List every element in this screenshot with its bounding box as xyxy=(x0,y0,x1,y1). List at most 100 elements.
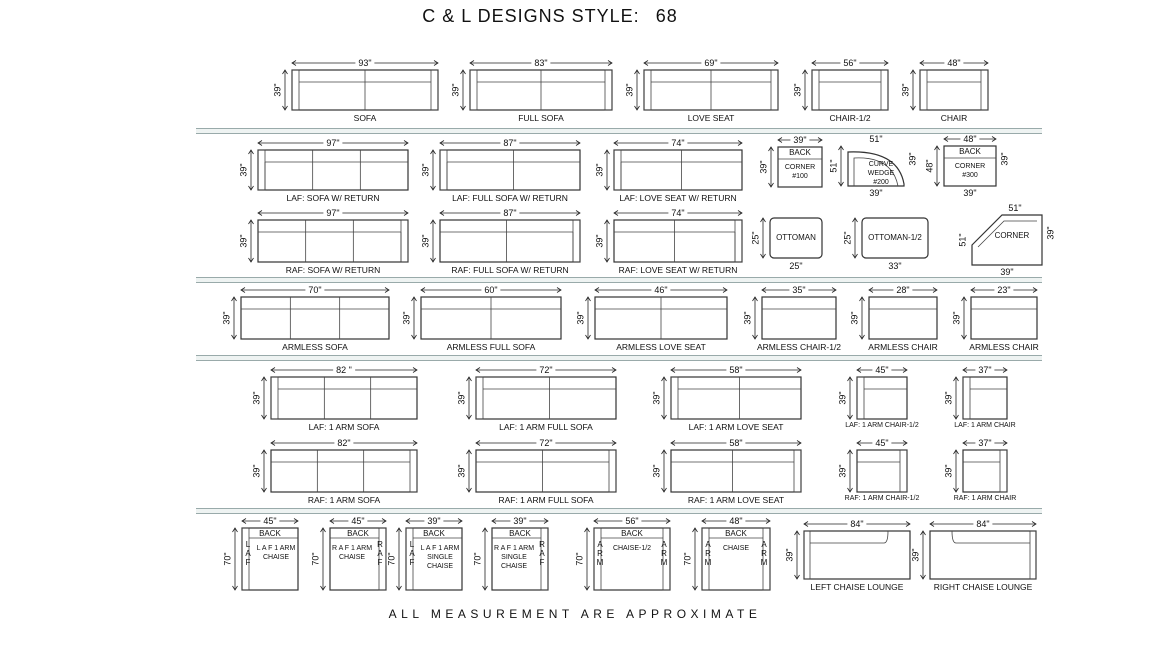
width-label: 74" xyxy=(668,208,688,218)
width-label-bottom: 39" xyxy=(960,188,980,198)
arm-left xyxy=(643,69,652,111)
width-label: 87" xyxy=(500,138,520,148)
side-label-right: R A F xyxy=(377,540,383,567)
arm-left xyxy=(919,69,928,111)
width-label: 45" xyxy=(872,365,892,375)
width-label: 48" xyxy=(726,516,746,526)
width-label-bottom: 39" xyxy=(866,188,886,198)
inner-label: R A F 1 ARM CHAISE xyxy=(331,545,373,561)
lounge-shape xyxy=(803,530,911,580)
arm-left xyxy=(856,376,865,420)
side-label-left: A R M xyxy=(704,540,712,567)
dimension-lines xyxy=(430,140,581,191)
arm-left xyxy=(291,69,300,111)
piece-outline xyxy=(919,69,989,111)
inner-label: CORNER #100 xyxy=(784,164,816,180)
style-number: 68 xyxy=(655,6,678,26)
arm-right xyxy=(899,449,908,493)
dimension-lines xyxy=(760,217,766,259)
dimension-lines xyxy=(466,367,617,420)
width-label: 35" xyxy=(789,285,809,295)
width-label: 48" xyxy=(944,58,964,68)
width-label: 39" xyxy=(424,516,444,526)
piece-outline xyxy=(257,149,409,191)
width-label: 93" xyxy=(355,58,375,68)
piece-name: SOFA xyxy=(353,113,377,123)
width-label: 46" xyxy=(651,285,671,295)
side-label-right: A R M xyxy=(660,540,668,567)
dimension-lines xyxy=(859,287,938,340)
inner-label: CORNER #300 xyxy=(954,163,986,179)
piece-outline xyxy=(761,296,837,340)
inner-label: L A F 1 ARM SINGLE CHAISE xyxy=(420,545,460,570)
lounge-shape xyxy=(929,530,1037,580)
row-separator xyxy=(196,508,1042,514)
arm-right xyxy=(980,69,989,111)
side-label-right: A R M xyxy=(760,540,768,567)
width-label: 70" xyxy=(305,285,325,295)
arm-right xyxy=(770,69,779,111)
piece-outline xyxy=(970,296,1038,340)
back-label: BACK xyxy=(725,529,747,538)
lounge-back xyxy=(951,530,1030,544)
side-label-left: L A F xyxy=(409,540,415,567)
piece-name: LAF: 1 ARM CHAIR xyxy=(954,422,1016,429)
wedge-inner-line xyxy=(853,157,899,187)
piece-outline xyxy=(439,149,581,191)
arm-right xyxy=(604,69,613,111)
arm-left xyxy=(962,376,971,420)
width-label: 72" xyxy=(536,438,556,448)
piece-outline xyxy=(856,449,908,493)
inner-label: OTTOMAN-1/2 xyxy=(868,233,922,242)
width-label: 58" xyxy=(726,365,746,375)
piece-name: RAF: 1 ARM CHAIR xyxy=(953,495,1017,502)
piece-outline xyxy=(943,145,997,187)
piece-name: FULL SOFA xyxy=(518,113,564,123)
piece-name: ARMLESS FULL SOFA xyxy=(446,342,536,352)
width-label: 97" xyxy=(323,208,343,218)
dimension-lines xyxy=(838,145,844,187)
wedge-shape xyxy=(847,151,905,187)
inner-label: OTTOMAN xyxy=(776,233,816,242)
width-label-bottom: 39" xyxy=(997,267,1017,277)
width-label: 60" xyxy=(481,285,501,295)
piece-outline xyxy=(475,449,617,493)
piece-outline xyxy=(670,449,802,493)
piece-name: RAF: 1 ARM SOFA xyxy=(307,495,381,505)
inner-label: CURVE WEDGE #200 xyxy=(867,161,895,186)
arm-right xyxy=(880,69,889,111)
piece-name: RIGHT CHAISE LOUNGE xyxy=(933,582,1033,592)
corner-shape xyxy=(971,214,1043,266)
width-label: 51" xyxy=(1005,203,1025,213)
width-label: 74" xyxy=(668,138,688,148)
piece-name: LAF: 1 ARM LOVE SEAT xyxy=(688,422,784,432)
arm-right xyxy=(409,449,418,493)
width-label: 45" xyxy=(348,516,368,526)
piece-name: LEFT CHAISE LOUNGE xyxy=(810,582,904,592)
back-label: BACK xyxy=(509,529,531,538)
back-label: BACK xyxy=(959,147,981,156)
arm-left xyxy=(241,527,250,591)
side-label-right: R A F xyxy=(539,540,545,567)
dimension-lines xyxy=(430,210,581,263)
footer-note: ALL MEASUREMENT ARE APPROXIMATE xyxy=(388,607,762,621)
inner-label: CHAISE-1/2 xyxy=(612,545,652,552)
